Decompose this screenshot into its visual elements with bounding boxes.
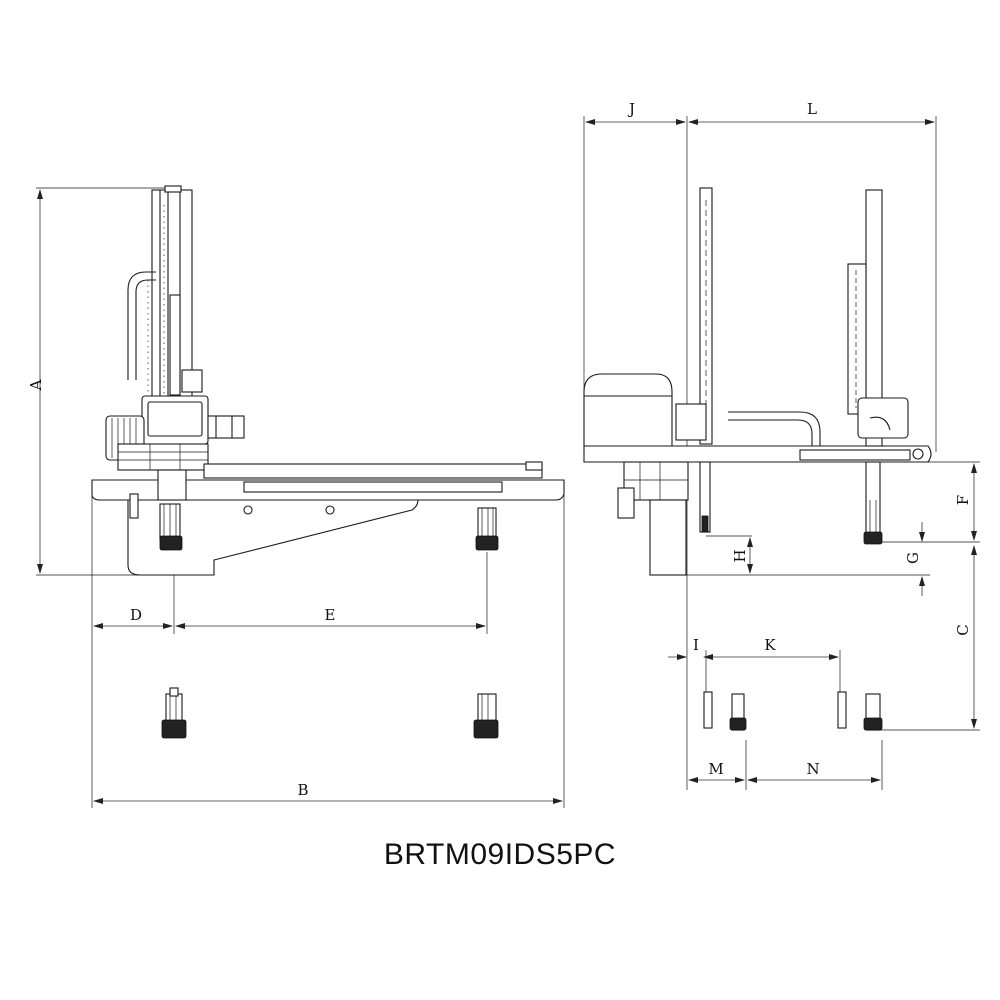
side-view bbox=[583, 116, 980, 790]
side-lower-grippers bbox=[703, 691, 883, 731]
dim-label-c: C bbox=[954, 624, 972, 635]
dimension-labels: A D E B J L F G H C I K M N bbox=[27, 100, 972, 799]
front-view bbox=[36, 185, 565, 808]
lower-gripper-left bbox=[161, 687, 187, 739]
dim-label-m: M bbox=[708, 760, 723, 778]
dim-label-g: G bbox=[904, 552, 922, 564]
dim-label-b: B bbox=[297, 781, 308, 799]
dim-label-e: E bbox=[325, 606, 336, 624]
lower-gripper-right bbox=[473, 693, 499, 739]
dim-label-d: D bbox=[130, 606, 142, 624]
dim-label-n: N bbox=[806, 760, 819, 778]
dim-label-f: F bbox=[954, 495, 972, 505]
model-title: BRTM09IDS5PC bbox=[383, 838, 617, 871]
dim-label-h: H bbox=[731, 549, 749, 562]
dim-label-k: K bbox=[764, 636, 776, 654]
dim-label-a: A bbox=[27, 379, 45, 391]
dim-label-i: I bbox=[693, 636, 699, 654]
dim-label-j: J bbox=[627, 100, 635, 118]
dim-label-l: L bbox=[807, 100, 817, 118]
